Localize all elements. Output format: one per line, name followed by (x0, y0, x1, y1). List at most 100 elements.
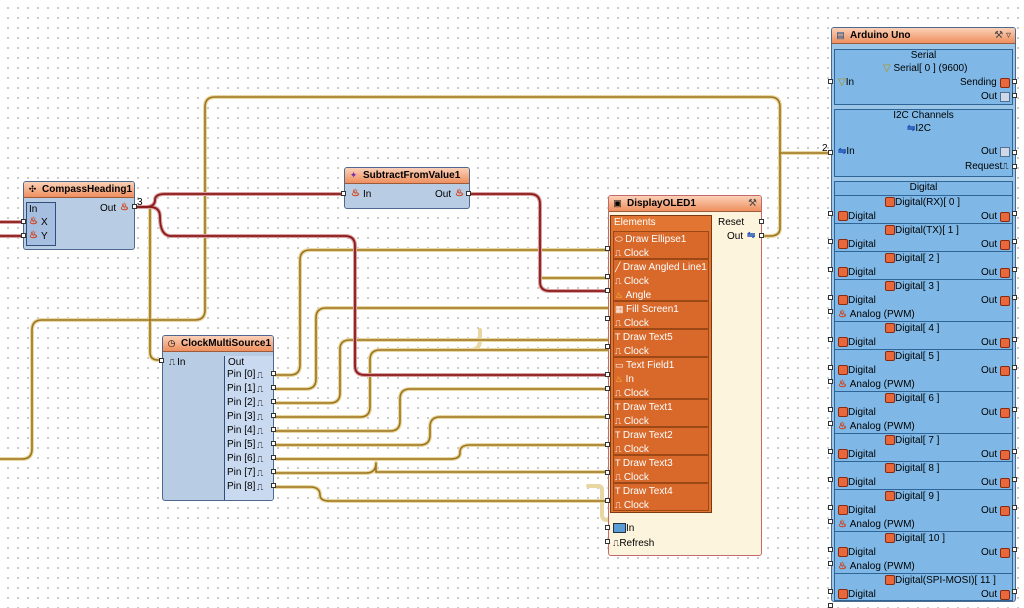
display-oled-component[interactable]: ▣ DisplayOLED1 ⚒ Elements ⬭ Draw Ellipse… (608, 195, 762, 556)
serial-in-pin[interactable] (828, 79, 833, 84)
element-icon: ╱ (615, 262, 623, 272)
digital-in-pin[interactable] (828, 239, 833, 244)
tools-icon[interactable]: ⚒ ▿ (994, 30, 1011, 41)
digital-icon (885, 351, 895, 362)
clock-in-pin[interactable] (159, 358, 164, 363)
element-input-pin[interactable] (605, 316, 610, 321)
element-item[interactable]: T Draw Text1⎍ Clock (613, 399, 709, 427)
digital-out-pin[interactable] (1012, 477, 1017, 482)
clock-pin-1-output[interactable] (271, 385, 276, 390)
element-input-pin[interactable] (605, 372, 610, 377)
clock-pin-label: Pin [8] (227, 481, 256, 492)
compass-y-pin[interactable] (21, 233, 26, 238)
clock-pin-2-output[interactable] (271, 399, 276, 404)
element-item[interactable]: T Draw Text3⎍ Clock (613, 455, 709, 483)
clock-pin-3-output[interactable] (271, 413, 276, 418)
subtract-component[interactable]: ✦ SubtractFromValue1 ♨ In Out ♨ (344, 167, 470, 209)
element-input-pin[interactable] (605, 288, 610, 293)
i2c-in-pin[interactable] (828, 150, 833, 155)
digital-out-pin[interactable] (1012, 449, 1017, 454)
clock-pin-6-output[interactable] (271, 455, 276, 460)
digital-in-pin[interactable] (828, 505, 833, 510)
clock-multi-source-component[interactable]: ◷ ClockMultiSource1 ⎍ In Out Pin [0]⎍Pin… (162, 335, 274, 501)
digital-out-pin[interactable] (1012, 239, 1017, 244)
digital-out-pin[interactable] (1012, 337, 1017, 342)
serial-out-pin[interactable] (1012, 93, 1017, 98)
digital-out-pin[interactable] (1012, 211, 1017, 216)
digital-in-pin[interactable] (828, 365, 833, 370)
element-pin-text: Clock (623, 416, 649, 427)
digital-in-pin[interactable] (828, 449, 833, 454)
element-item[interactable]: ╱ Draw Angled Line1⎍ Clock♨ Angle (613, 259, 709, 301)
element-input-pin[interactable] (605, 386, 610, 391)
subtract-out-pin[interactable] (466, 191, 471, 196)
analog-in-pin[interactable] (828, 379, 833, 384)
analog-in-pin[interactable] (828, 421, 833, 426)
tools-icon[interactable]: ⚒ (748, 198, 757, 209)
compass-out-pin[interactable] (132, 204, 137, 209)
serial-sending-pin[interactable] (1012, 79, 1017, 84)
element-item[interactable]: T Draw Text2⎍ Clock (613, 427, 709, 455)
i2c-out-label: Out (981, 146, 998, 157)
display-oled-title: DisplayOLED1 (627, 198, 696, 209)
clock-pin-4-output[interactable] (271, 427, 276, 432)
display-out-pin[interactable] (759, 233, 764, 238)
compass-heading-component[interactable]: ✣ CompassHeading1 In ♨ X ♨ Y Out ♨ (23, 181, 135, 250)
element-input-pin[interactable] (605, 414, 610, 419)
digital-out-label: Out (981, 477, 998, 488)
display-reset-pin[interactable] (759, 219, 764, 224)
element-item[interactable]: T Draw Text4⎍ Clock (613, 483, 709, 511)
digital-in-pin[interactable] (828, 477, 833, 482)
digital-out-pin[interactable] (1012, 505, 1017, 510)
digital-icon (1000, 296, 1010, 306)
digital-in-pin[interactable] (828, 267, 833, 272)
element-item[interactable]: ▦ Fill Screen1⎍ Clock (613, 301, 709, 329)
clock-pin-0-output[interactable] (271, 371, 276, 376)
digital-in-pin[interactable] (828, 295, 833, 300)
clock-pin-7-output[interactable] (271, 469, 276, 474)
i2c-request-pin[interactable] (1012, 164, 1017, 169)
element-input-pin[interactable] (605, 246, 610, 251)
element-name: Draw Text3 (622, 458, 673, 469)
display-in-pin[interactable] (605, 525, 610, 530)
subtract-in-pin[interactable] (341, 191, 346, 196)
arduino-header[interactable]: ▤ Arduino Uno ⚒ ▿ (832, 28, 1015, 44)
digital-out-pin[interactable] (1012, 267, 1017, 272)
digital-in-pin[interactable] (828, 547, 833, 552)
clock-multi-source-header[interactable]: ◷ ClockMultiSource1 (163, 336, 273, 352)
digital-in-pin[interactable] (828, 337, 833, 342)
analog-in-pin[interactable] (828, 309, 833, 314)
digital-out-pin[interactable] (1012, 547, 1017, 552)
element-input-pin[interactable] (605, 498, 610, 503)
i2c-out-pin[interactable] (1012, 150, 1017, 155)
pulse-icon: ⎍ (257, 482, 263, 492)
digital-in-pin[interactable] (828, 407, 833, 412)
element-item[interactable]: T Draw Text5⎍ Clock (613, 329, 709, 357)
digital-in-pin[interactable] (828, 211, 833, 216)
element-input-pin[interactable] (605, 344, 610, 349)
digital-out-pin[interactable] (1012, 365, 1017, 370)
digital-out-pin[interactable] (1012, 295, 1017, 300)
compass-x-pin[interactable] (21, 219, 26, 224)
clock-pin-5-output[interactable] (271, 441, 276, 446)
arduino-uno-component[interactable]: ▤ Arduino Uno ⚒ ▿ Serial ▽ Serial[ 0 ] (… (831, 27, 1016, 602)
display-oled-header[interactable]: ▣ DisplayOLED1 ⚒ (609, 196, 761, 212)
analog-in-pin[interactable] (828, 519, 833, 524)
compass-heading-header[interactable]: ✣ CompassHeading1 (24, 182, 134, 198)
digital-in-pin[interactable] (828, 589, 833, 594)
element-item[interactable]: ⬭ Draw Ellipse1⎍ Clock (613, 231, 709, 259)
element-input-pin[interactable] (605, 442, 610, 447)
element-input-pin[interactable] (605, 274, 610, 279)
pulse-icon: ⎍ (615, 472, 624, 482)
analog-in-pin[interactable] (828, 603, 833, 608)
digital-out-pin[interactable] (1012, 589, 1017, 594)
digital-icon (1000, 78, 1010, 88)
analog-in-pin[interactable] (828, 561, 833, 566)
subtract-header[interactable]: ✦ SubtractFromValue1 (345, 168, 469, 184)
element-input-pin[interactable] (605, 470, 610, 475)
pulse-icon: ⎍ (615, 444, 624, 454)
element-item[interactable]: ▭ Text Field1♨ In⎍ Clock (613, 357, 709, 399)
display-refresh-pin[interactable] (605, 539, 610, 544)
clock-pin-8-output[interactable] (271, 483, 276, 488)
digital-out-pin[interactable] (1012, 407, 1017, 412)
